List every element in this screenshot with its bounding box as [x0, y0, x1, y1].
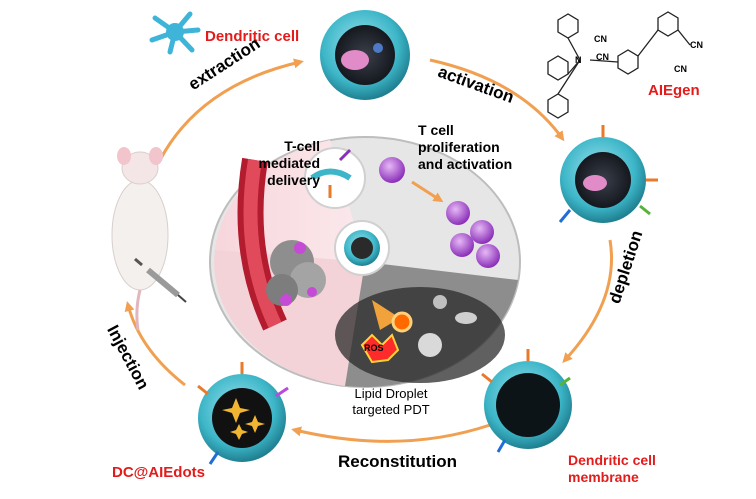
label-membrane-line1: Dendritic cell: [568, 452, 656, 468]
ros-label: ROS: [364, 343, 384, 353]
inset-binding: [304, 147, 366, 209]
step-reconstitution: Reconstitution: [338, 452, 457, 471]
tcell-delivery-line3: delivery: [267, 172, 320, 188]
dc-membrane-vesicle: [481, 349, 572, 453]
tcell-delivery-line1: T-cell: [284, 138, 320, 154]
label-dendritic-cell-membrane: Dendritic cell membrane: [568, 452, 656, 486]
tcell-prolif-line1: T cell: [418, 122, 454, 138]
arrow-depletion: [562, 239, 614, 363]
arrow-activation: [429, 58, 565, 142]
tcell-prolif-line3: and activation: [418, 156, 513, 172]
laser-beam: [372, 300, 400, 330]
chem-cn-2: CN: [596, 52, 609, 62]
chem-cn-1: CN: [594, 34, 607, 44]
chem-cn-4: CN: [674, 64, 687, 74]
tcell-prolif-line2: proliferation: [418, 139, 500, 155]
aiegen-structure: [547, 11, 691, 119]
chem-n: N: [575, 55, 582, 65]
t-cell: [379, 157, 405, 183]
lipid-pdt-line2: targeted PDT: [352, 402, 430, 417]
dc-vesicle-activated: [558, 125, 658, 223]
label-dendritic-cell: Dendritic cell: [205, 28, 300, 45]
lipid-pdt-line1: Lipid Droplet: [354, 386, 428, 401]
label-aiegen: AIEgen: [648, 82, 700, 99]
tumor-cluster: [266, 240, 326, 306]
ros-burst: [360, 333, 400, 364]
dendritic-cell-icon: [149, 11, 201, 55]
syringe-icon: [134, 257, 187, 303]
center-tcell-delivery: T-cell mediated delivery: [254, 138, 320, 189]
label-dc-aiedots: DC@AIEdots: [112, 464, 205, 481]
mouse-illustration: [111, 147, 169, 331]
central-panel: [209, 136, 521, 388]
center-tcell-proliferation: T cell proliferation and activation: [418, 122, 512, 173]
dc-aiedots-vesicle: [197, 362, 289, 465]
arrow-injection: [124, 301, 186, 387]
label-membrane-line2: membrane: [568, 469, 639, 485]
chem-cn-3: CN: [690, 40, 703, 50]
tcell-delivery-line2: mediated: [258, 155, 320, 171]
arrow-reconstitution: [291, 423, 491, 443]
center-lipid-pdt: Lipid Droplet targeted PDT: [336, 386, 446, 418]
dc-vesicle-top: [320, 10, 410, 100]
arrow-extraction: [158, 58, 304, 161]
t-cell-cluster: [446, 201, 500, 268]
